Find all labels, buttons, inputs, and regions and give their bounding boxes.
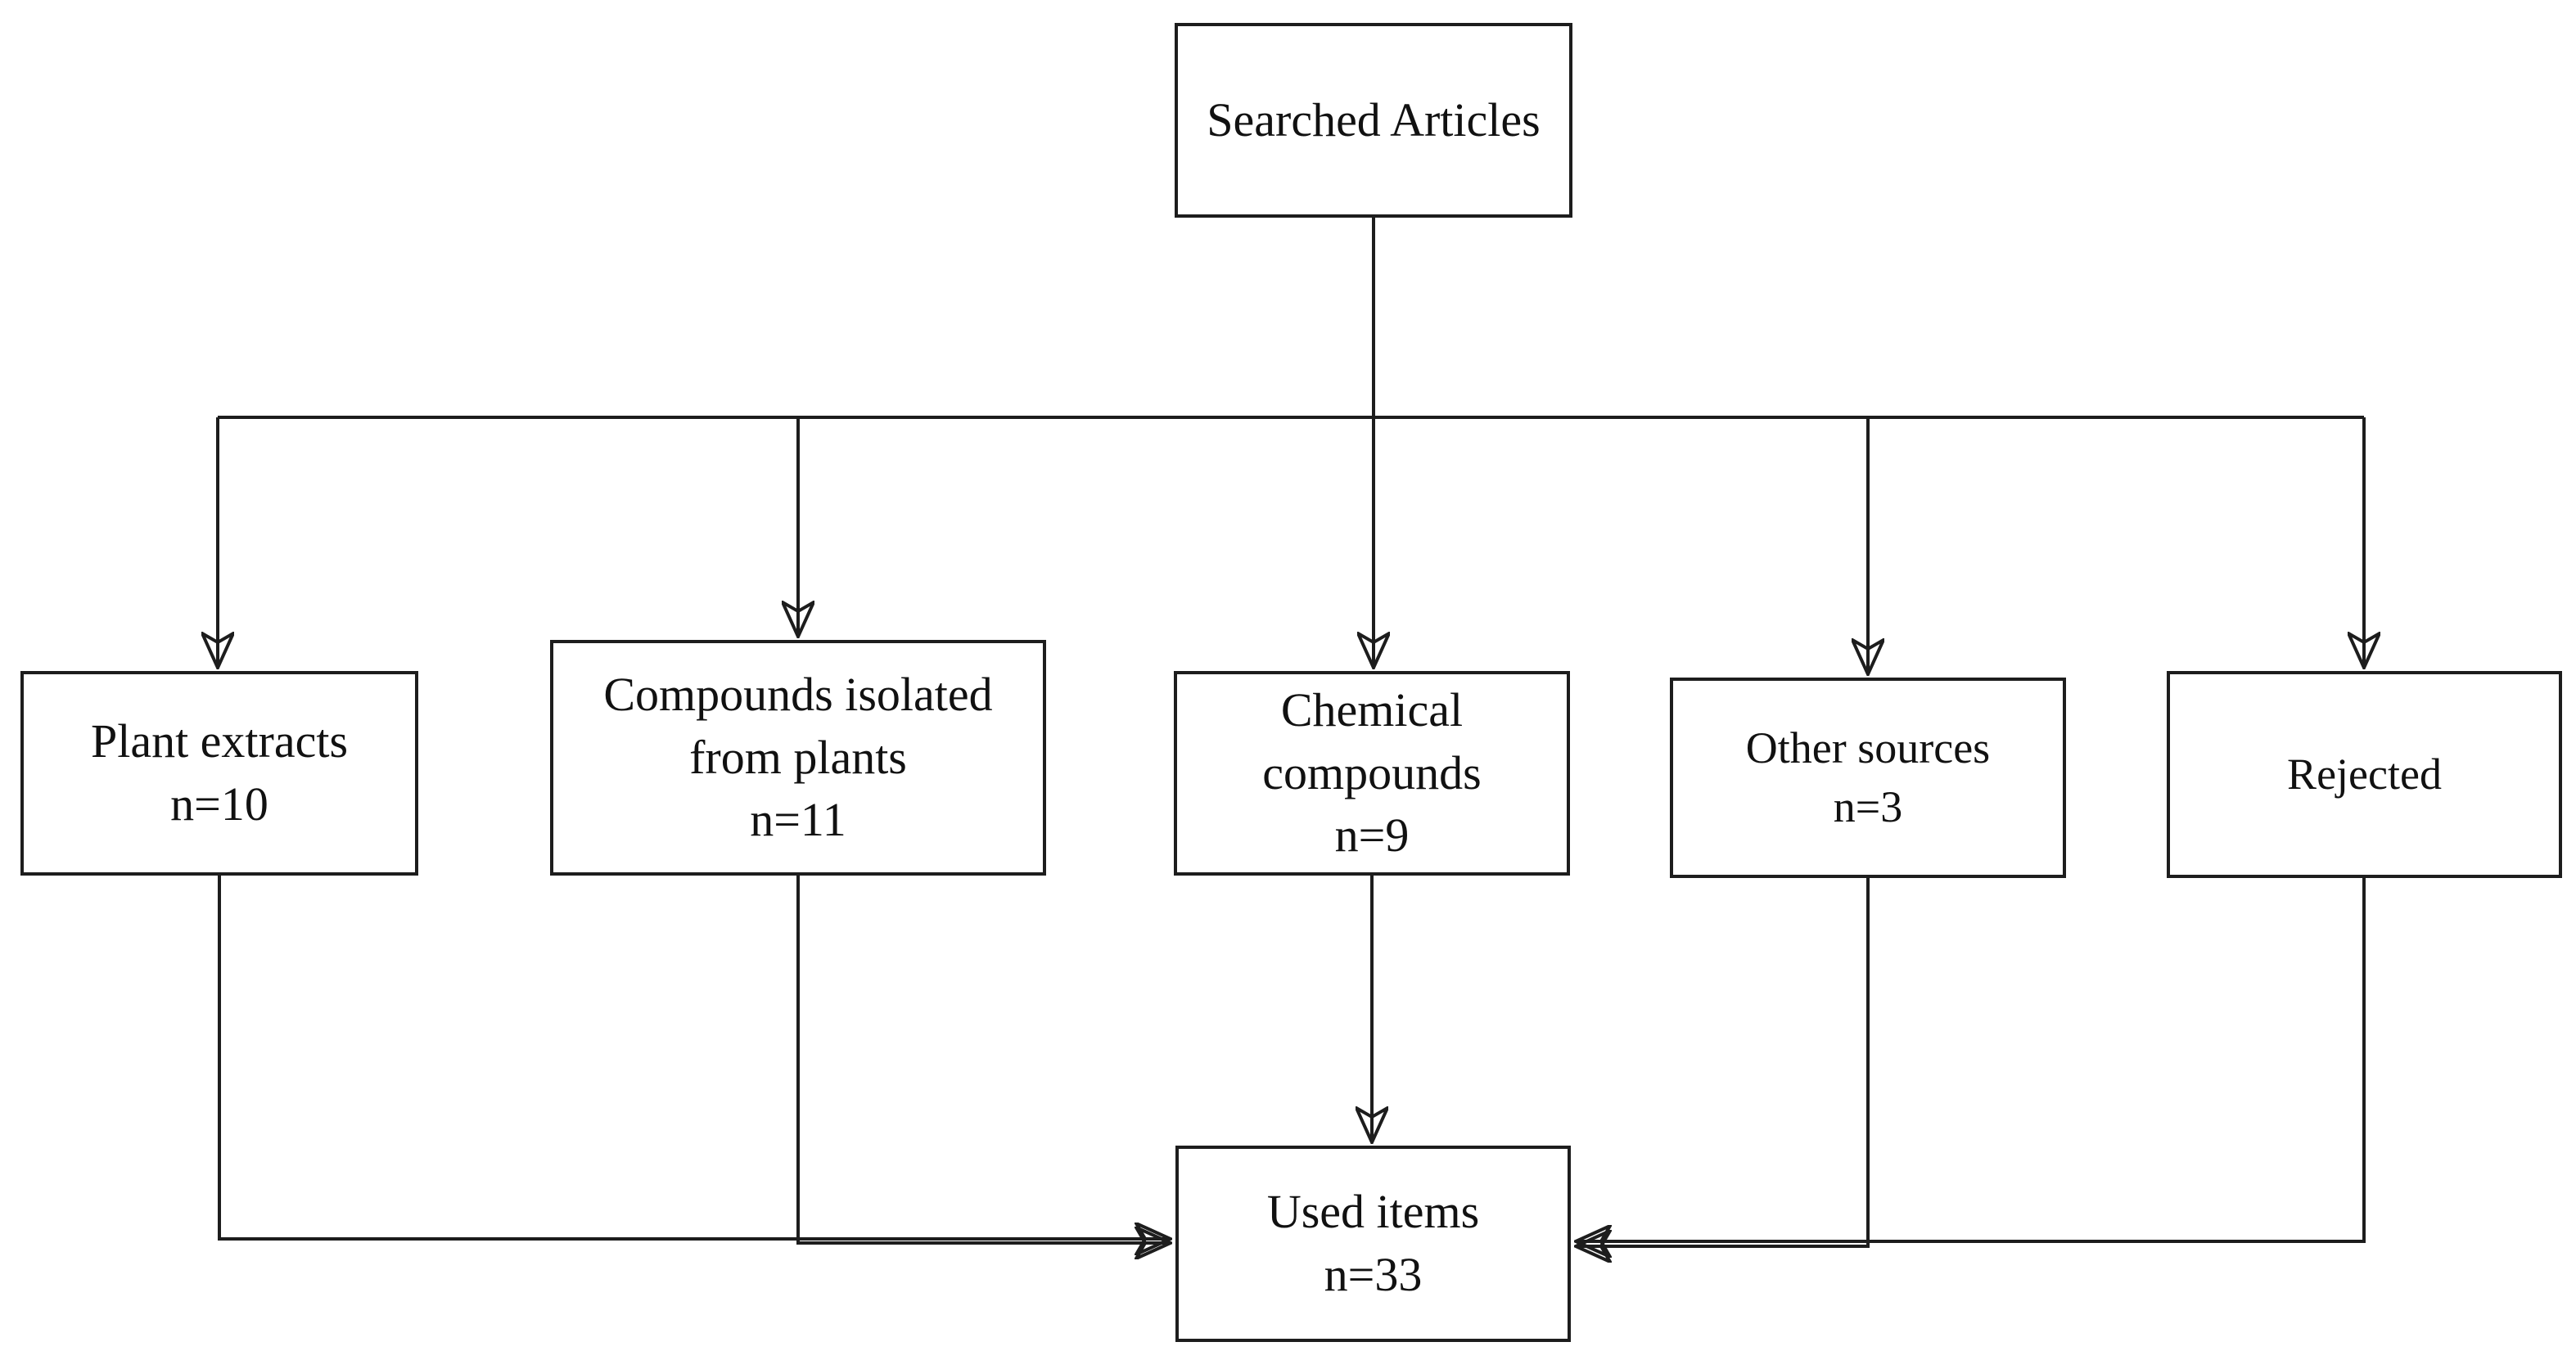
node-other-sources-count: n=3: [1833, 781, 1903, 831]
node-used-items-label: Used items: [1266, 1185, 1480, 1239]
node-compounds-isolated: Compounds isolated from plants n=11: [550, 640, 1046, 876]
node-plant-extracts-count: n=10: [170, 777, 268, 831]
edge-other-to-used: [1576, 878, 1870, 1246]
edge-plant-to-used: [218, 876, 1171, 1239]
node-used-items-count: n=33: [1324, 1248, 1423, 1301]
node-chemical-compounds: Chemical compounds n=9: [1174, 671, 1570, 876]
node-other-sources-label: Other sources: [1745, 723, 1991, 773]
edge-compounds-to-used: [796, 876, 1171, 1243]
node-rejected-label: Rejected: [2287, 749, 2442, 799]
node-chemical-compounds-count: n=9: [1334, 808, 1410, 862]
node-rejected: Rejected: [2167, 671, 2562, 878]
node-chemical-compounds-label: Chemical compounds: [1262, 683, 1482, 799]
edge-rejected-to-used: [1576, 878, 2366, 1241]
node-other-sources: Other sources n=3: [1670, 678, 2066, 878]
node-plant-extracts-label: Plant extracts: [90, 714, 349, 768]
node-compounds-isolated-count: n=11: [750, 793, 846, 847]
node-searched-articles-label: Searched Articles: [1207, 92, 1541, 146]
node-compounds-isolated-label: Compounds isolated from plants: [603, 668, 993, 784]
node-used-items: Used items n=33: [1175, 1146, 1571, 1342]
node-plant-extracts: Plant extracts n=10: [20, 671, 418, 876]
node-searched-articles: Searched Articles: [1175, 23, 1572, 218]
